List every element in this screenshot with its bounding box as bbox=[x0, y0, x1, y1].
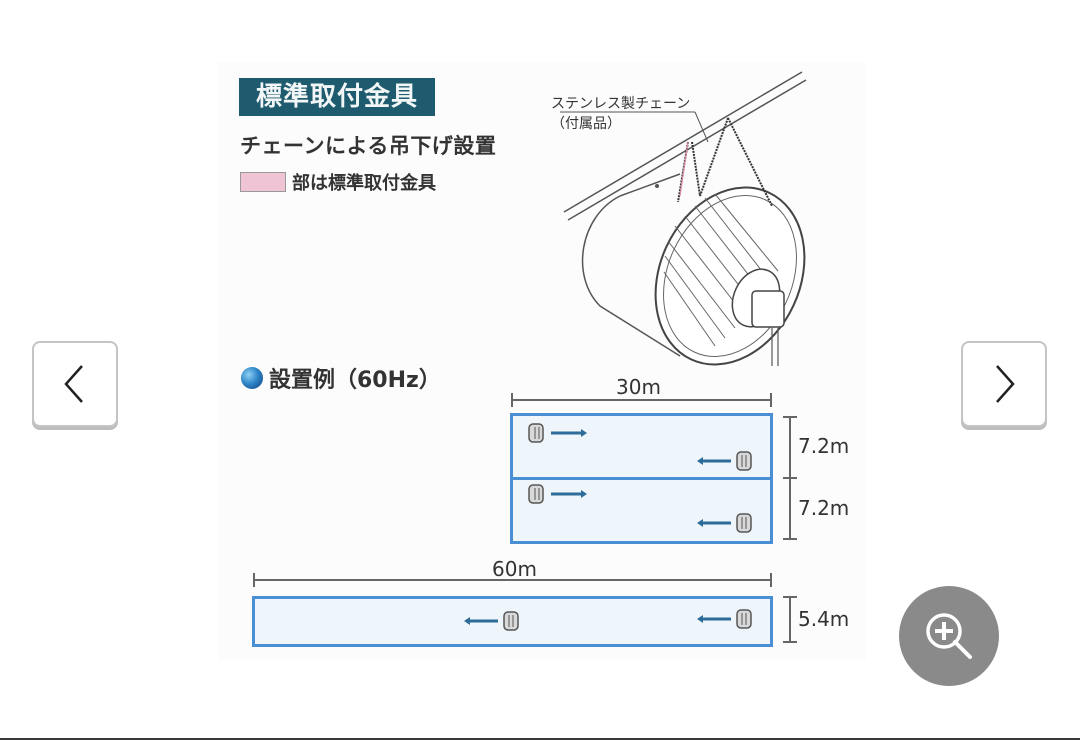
zoom-in-button[interactable] bbox=[899, 586, 999, 686]
fan-icon bbox=[695, 607, 755, 631]
height-label-row-2: 7.2m bbox=[798, 496, 850, 520]
subtitle: チェーンによる吊下げ設置 bbox=[240, 134, 497, 158]
fan-icon bbox=[527, 421, 587, 445]
fan-icon bbox=[527, 482, 587, 506]
next-image-button[interactable] bbox=[961, 341, 1047, 427]
fan-icon bbox=[462, 609, 522, 633]
room-row-2 bbox=[510, 477, 773, 544]
callout-line1: ステンレス製チェーン bbox=[551, 96, 691, 112]
callout-line2: （付属品） bbox=[551, 116, 621, 132]
example-heading: 設置例（60Hz） bbox=[241, 362, 441, 394]
height-label-long: 5.4m bbox=[798, 607, 850, 631]
title-badge: 標準取付金具 bbox=[239, 78, 435, 116]
height-label-row-1: 7.2m bbox=[798, 434, 850, 458]
width-dimension-60m bbox=[253, 573, 772, 587]
chevron-right-icon bbox=[996, 365, 1015, 403]
height-dimension-7-2m bbox=[783, 416, 797, 540]
bullet-icon bbox=[241, 367, 263, 389]
prev-image-button[interactable] bbox=[32, 341, 118, 427]
fan-icon bbox=[695, 511, 755, 535]
zoom-in-icon bbox=[926, 613, 972, 659]
chevron-left-icon bbox=[64, 365, 83, 403]
bottom-divider bbox=[0, 738, 1080, 740]
width-label-30m: 30m bbox=[616, 375, 661, 399]
width-dimension-30m bbox=[511, 393, 772, 407]
width-label-60m: 60m bbox=[492, 557, 537, 581]
fan-illustration bbox=[560, 71, 807, 366]
legend-swatch bbox=[240, 172, 286, 192]
fan-icon bbox=[695, 449, 755, 473]
legend-text: 部は標準取付金具 bbox=[292, 173, 436, 194]
chain-callout: ステンレス製チェーン （付属品） bbox=[551, 94, 690, 134]
example-heading-text: 設置例（60Hz） bbox=[269, 368, 441, 393]
height-dimension-5-4m bbox=[783, 596, 797, 643]
legend: 部は標準取付金具 bbox=[240, 170, 436, 194]
product-image bbox=[218, 62, 866, 660]
